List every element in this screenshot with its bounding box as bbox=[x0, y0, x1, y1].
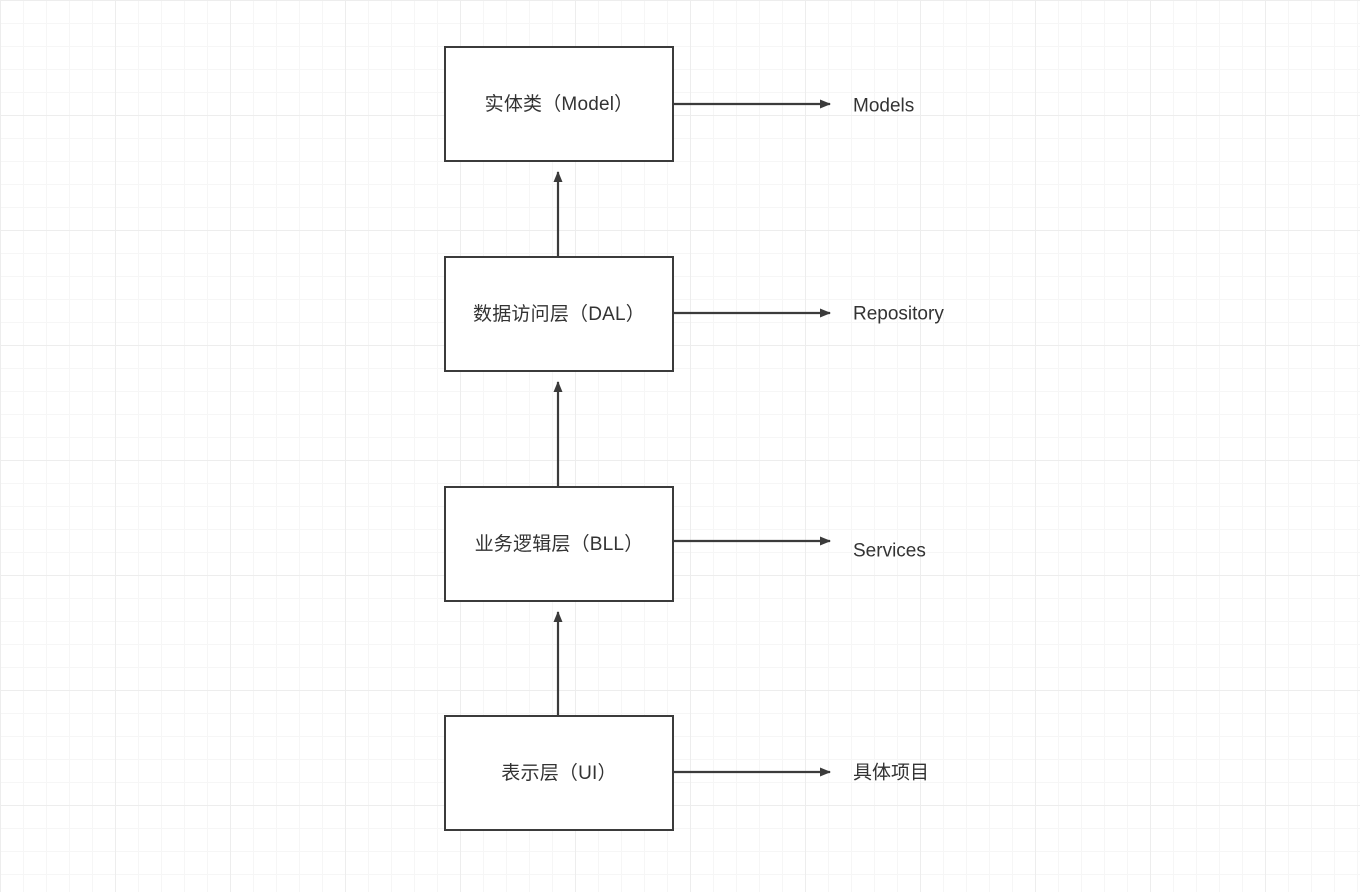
side-label-repository: Repository bbox=[853, 303, 944, 325]
node-box-model[interactable]: 实体类（Model） bbox=[444, 46, 674, 162]
node-label-dal: 数据访问层（DAL） bbox=[473, 303, 645, 325]
side-label-services: Services bbox=[853, 540, 926, 562]
side-label-concrete-project: 具体项目 bbox=[853, 762, 930, 784]
side-label-models: Models bbox=[853, 95, 915, 117]
node-box-ui[interactable]: 表示层（UI） bbox=[444, 715, 674, 831]
node-label-bll: 业务逻辑层（BLL） bbox=[474, 533, 644, 555]
node-box-bll[interactable]: 业务逻辑层（BLL） bbox=[444, 486, 674, 602]
node-label-ui: 表示层（UI） bbox=[501, 762, 617, 784]
node-label-model: 实体类（Model） bbox=[484, 93, 634, 115]
node-box-dal[interactable]: 数据访问层（DAL） bbox=[444, 256, 674, 372]
